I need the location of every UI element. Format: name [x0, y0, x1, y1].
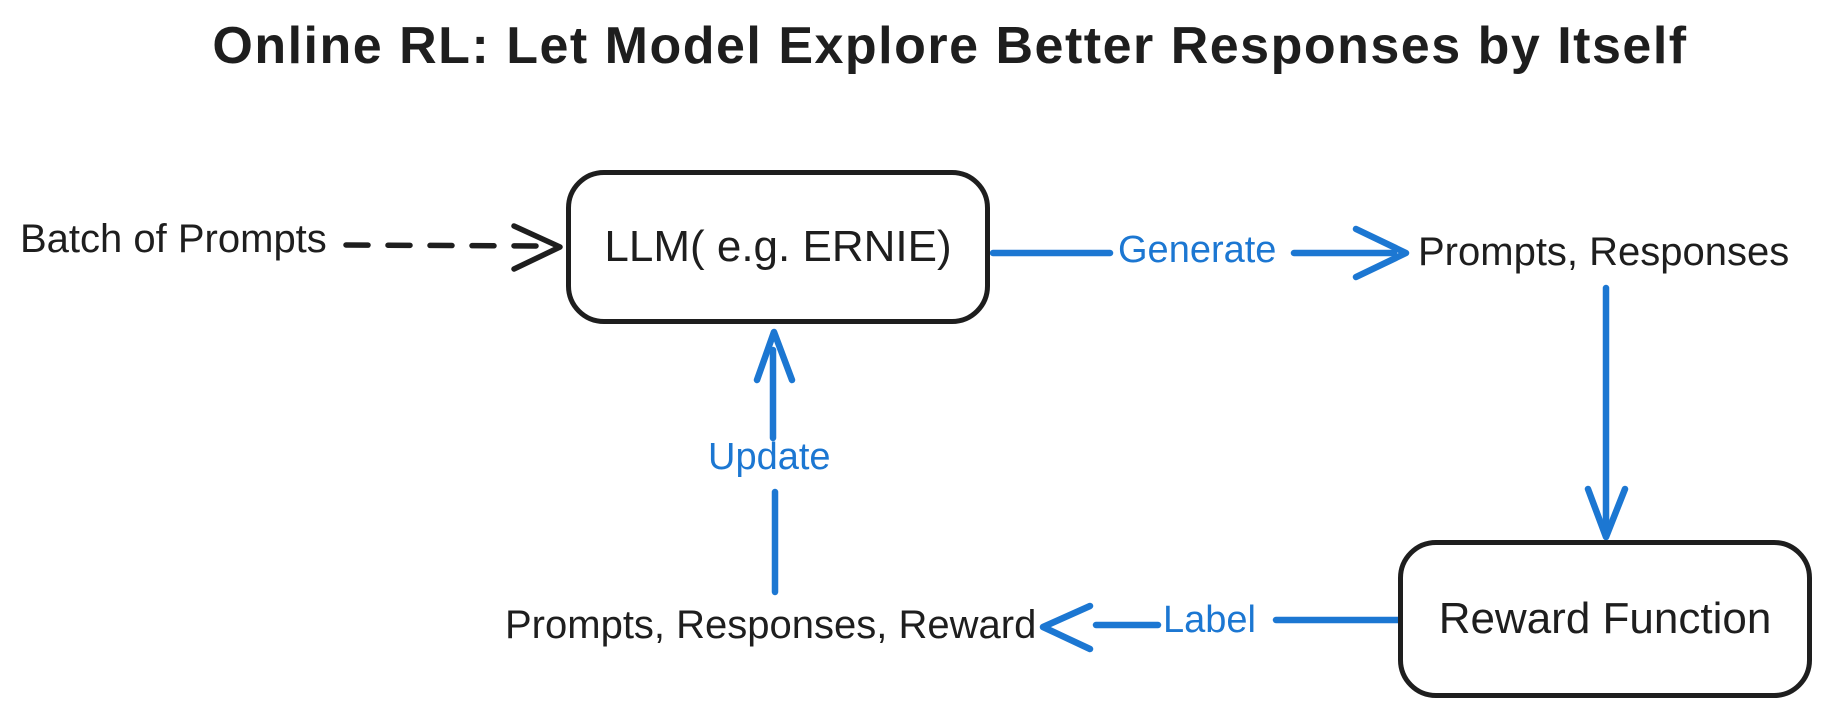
label-edge-label: Label: [1163, 599, 1256, 641]
update-edge-label: Update: [708, 436, 831, 478]
diagram-title: Online RL: Let Model Explore Better Resp…: [212, 17, 1688, 75]
batch-of-prompts-label: Batch of Prompts: [20, 217, 327, 261]
label-arrow: [1039, 602, 1402, 653]
reward-function-node-label: Reward Function: [1438, 594, 1772, 643]
prompts-responses-label: Prompts, Responses: [1418, 230, 1790, 274]
batch-to-llm-arrow: [343, 223, 563, 272]
reward-function-node: Reward Function: [1398, 540, 1812, 698]
update-arrow: [753, 328, 796, 596]
llm-node: LLM( e.g. ERNIE): [566, 170, 990, 324]
responses-to-reward-arrow: [1584, 284, 1629, 541]
llm-node-label: LLM( e.g. ERNIE): [604, 222, 952, 271]
generate-edge-label: Generate: [1118, 229, 1277, 271]
generate-arrow: [989, 225, 1410, 281]
prompts-responses-reward-label: Prompts, Responses, Reward: [505, 603, 1037, 647]
